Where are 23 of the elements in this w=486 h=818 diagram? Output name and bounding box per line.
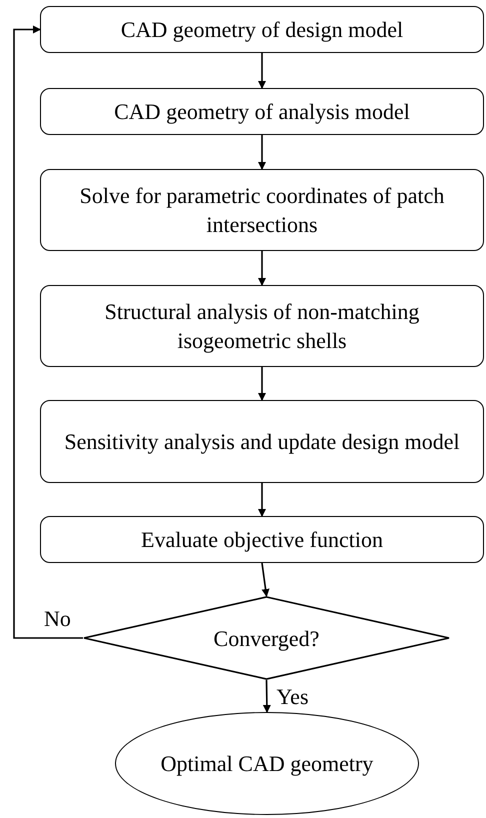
arrow [258,53,266,89]
arrow [13,26,83,639]
node-text: Optimal CAD geometry [160,750,374,778]
node-text: Structural analysis of non-matching isogeometric shells [104,298,420,355]
node-text: Evaluate objective function [141,526,383,554]
process-box [40,400,484,483]
decision-diamond [83,596,450,680]
node-text: Converged? [214,624,320,652]
arrow [261,562,270,597]
process-box [40,88,484,135]
arrow [258,483,266,517]
node-text: Solve for parametric coordinates of patch intersections [78,182,446,239]
arrow [262,680,271,713]
node-text: CAD geometry of analysis model [114,98,410,126]
process-box [40,6,484,53]
node-text: CAD geometry of design model [120,16,404,44]
node-text: Sensitivity analysis and update design model [64,428,460,456]
arrow [258,135,266,170]
arrow [258,251,266,286]
process-box [40,169,484,251]
arrow [258,367,266,401]
process-box [40,516,484,563]
process-box [40,285,484,367]
